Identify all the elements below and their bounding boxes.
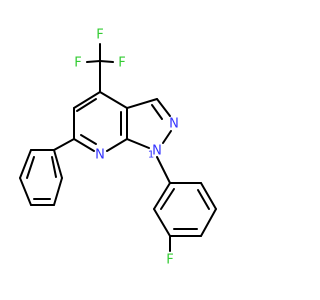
bond-n1-aryl — [156, 156, 171, 184]
bond-c-f-right — [99, 60, 114, 63]
bond-ar-5 — [153, 208, 171, 237]
bond-c-f-left — [86, 60, 101, 63]
atom-label-n1: N — [152, 144, 162, 159]
atom-label-n1-locant: 1 — [148, 150, 154, 161]
bond-ph-1 — [53, 149, 63, 179]
bond-ph-5-double — [26, 156, 35, 179]
bond-ar-6 — [153, 182, 171, 210]
bond-c4-c5-double — [76, 98, 97, 112]
bond-ar-3 — [200, 208, 217, 237]
bond-c4-c5 — [73, 91, 101, 109]
bond-ph-5 — [19, 149, 32, 179]
bond-c6-phenyl — [53, 138, 75, 151]
bond-c3-n2 — [156, 98, 171, 117]
bond-ph-2 — [53, 177, 63, 206]
molecule-structure-canvas: F F F N N 1 N F — [19, 28, 217, 268]
bond-n1-c7a — [126, 138, 150, 149]
atom-label-n-pyridine: N — [95, 148, 105, 163]
bond-c3-n2-double — [151, 104, 163, 120]
bond-c3a-c3 — [126, 98, 158, 109]
bond-c4-c3a — [99, 91, 128, 109]
bond-ar-6-double — [160, 188, 175, 210]
atom-label-f-top: F — [96, 28, 103, 43]
atom-label-f-aryl: F — [166, 253, 173, 268]
bond-ph-4 — [19, 177, 32, 206]
bond-npy-c7a — [106, 138, 128, 152]
bond-ar-2-double — [197, 189, 210, 210]
atom-label-f-right: F — [118, 56, 125, 71]
bond-layer — [19, 43, 217, 252]
atom-label-layer: F F F N N 1 N F — [74, 28, 179, 268]
atom-label-n-pyrazole: N — [169, 117, 179, 132]
bond-c6-npy — [73, 138, 95, 152]
bond-c6-npy-double — [80, 134, 97, 145]
bond-ph-1-double — [51, 156, 57, 178]
atom-label-f-left: F — [74, 56, 81, 71]
bond-n2-n1 — [162, 130, 172, 144]
bond-ar-2 — [200, 182, 217, 210]
